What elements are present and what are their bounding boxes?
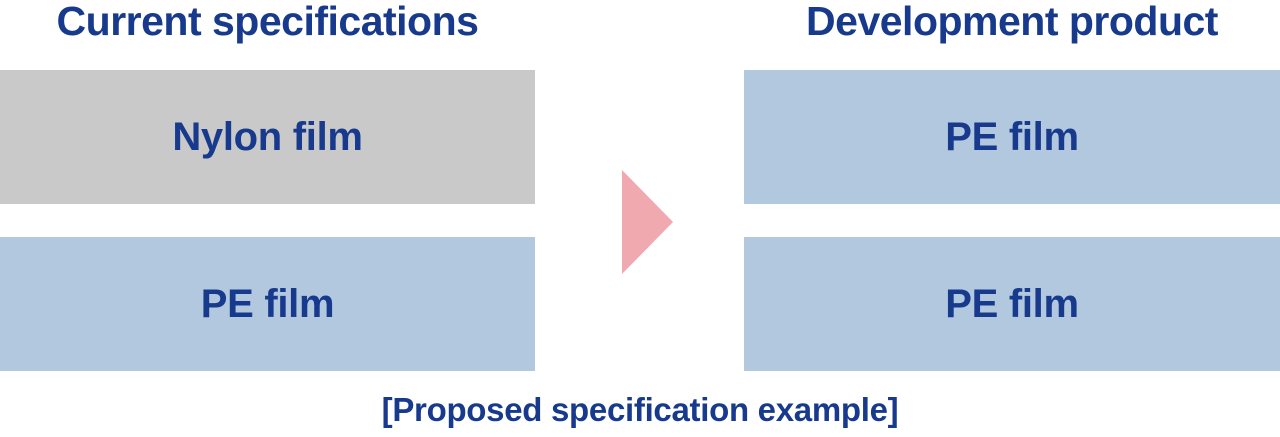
current-nylon-film-layer: Nylon film xyxy=(0,70,535,204)
diagram-caption: [Proposed specification example] xyxy=(381,391,899,428)
right-arrow-icon xyxy=(622,170,673,274)
layer-label: PE film xyxy=(200,281,335,326)
layer-label: Nylon film xyxy=(172,114,363,159)
current-specifications-title: Current specifications xyxy=(56,0,479,44)
development-pe-film-layer-bottom: PE film xyxy=(744,237,1280,371)
development-pe-film-layer-top: PE film xyxy=(744,70,1280,204)
development-product-title: Development product xyxy=(806,0,1218,44)
current-pe-film-layer: PE film xyxy=(0,237,535,371)
layer-label: PE film xyxy=(945,281,1079,326)
layer-label: PE film xyxy=(945,114,1079,159)
